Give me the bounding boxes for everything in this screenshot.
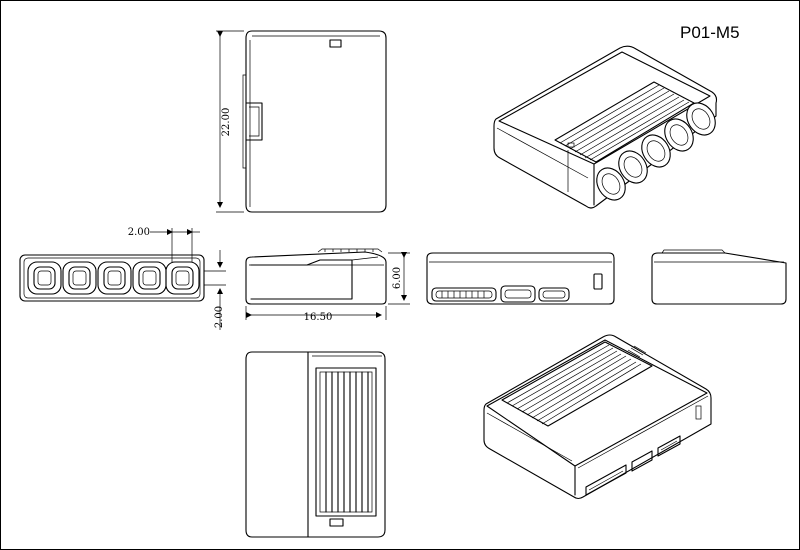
part-number-label: P01-M5 <box>680 23 740 42</box>
margin-dimension: 2.00 <box>204 250 226 330</box>
pitch-dimension-label: 2.00 <box>128 227 150 238</box>
wire-port-3 <box>97 261 132 295</box>
width-dimension-label: 16.50 <box>304 312 333 323</box>
pitch-dimension: 2.00 <box>128 227 200 262</box>
wire-port-4 <box>132 261 167 295</box>
connector-end-view <box>19 254 205 302</box>
wire-port-2 <box>62 261 97 295</box>
front-view <box>242 30 387 213</box>
side-view-left <box>245 248 387 305</box>
width-dimension: 16.50 <box>245 306 387 323</box>
iso-port-1 <box>596 167 626 201</box>
wire-port-1 <box>27 261 62 295</box>
height-dimension: 22.00 <box>216 30 244 213</box>
wire-port-5 <box>165 261 200 295</box>
depth-dimension-label: 6.00 <box>392 267 403 289</box>
iso-port-2 <box>618 150 648 184</box>
side-view-right <box>651 249 787 305</box>
iso-port-4 <box>664 118 694 152</box>
depth-dimension: 6.00 <box>388 252 410 305</box>
iso-port-5 <box>686 102 716 136</box>
bottom-view <box>245 351 386 538</box>
isometric-view-bottom <box>483 334 712 500</box>
margin-dimension-label: 2.00 <box>214 306 225 328</box>
isometric-view-top <box>493 45 718 209</box>
iso-port-3 <box>641 134 671 168</box>
back-view <box>426 252 615 305</box>
height-dimension-label: 22.00 <box>221 108 232 137</box>
